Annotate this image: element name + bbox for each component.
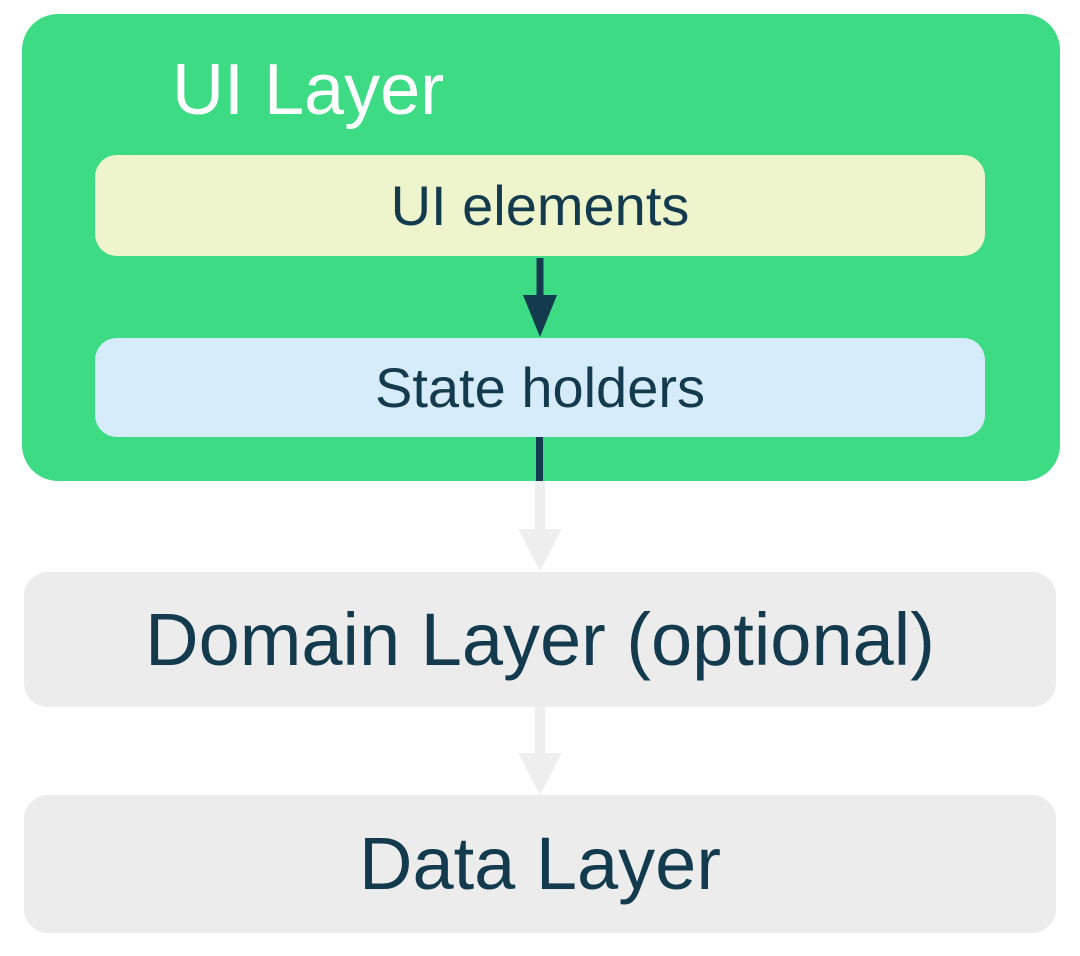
arrow-down-dark-icon [523, 258, 557, 337]
state-holders-label: State holders [375, 355, 705, 419]
ui-elements-box: UI elements [95, 155, 985, 256]
arrow-stem-dark-icon [536, 437, 543, 482]
ui-layer-title: UI Layer [172, 50, 445, 130]
ui-elements-label: UI elements [390, 173, 690, 237]
data-layer-box: Data Layer [24, 795, 1056, 933]
data-layer-label: Data Layer [359, 822, 721, 905]
state-holders-box: State holders [95, 338, 985, 437]
arrow-down-gray-icon [518, 481, 562, 571]
domain-layer-box: Domain Layer (optional) [24, 572, 1056, 707]
arrow-down-gray-icon [518, 707, 562, 795]
ui-layer-box: UI Layer UI elements State holders [22, 14, 1060, 481]
domain-layer-label: Domain Layer (optional) [145, 597, 935, 681]
